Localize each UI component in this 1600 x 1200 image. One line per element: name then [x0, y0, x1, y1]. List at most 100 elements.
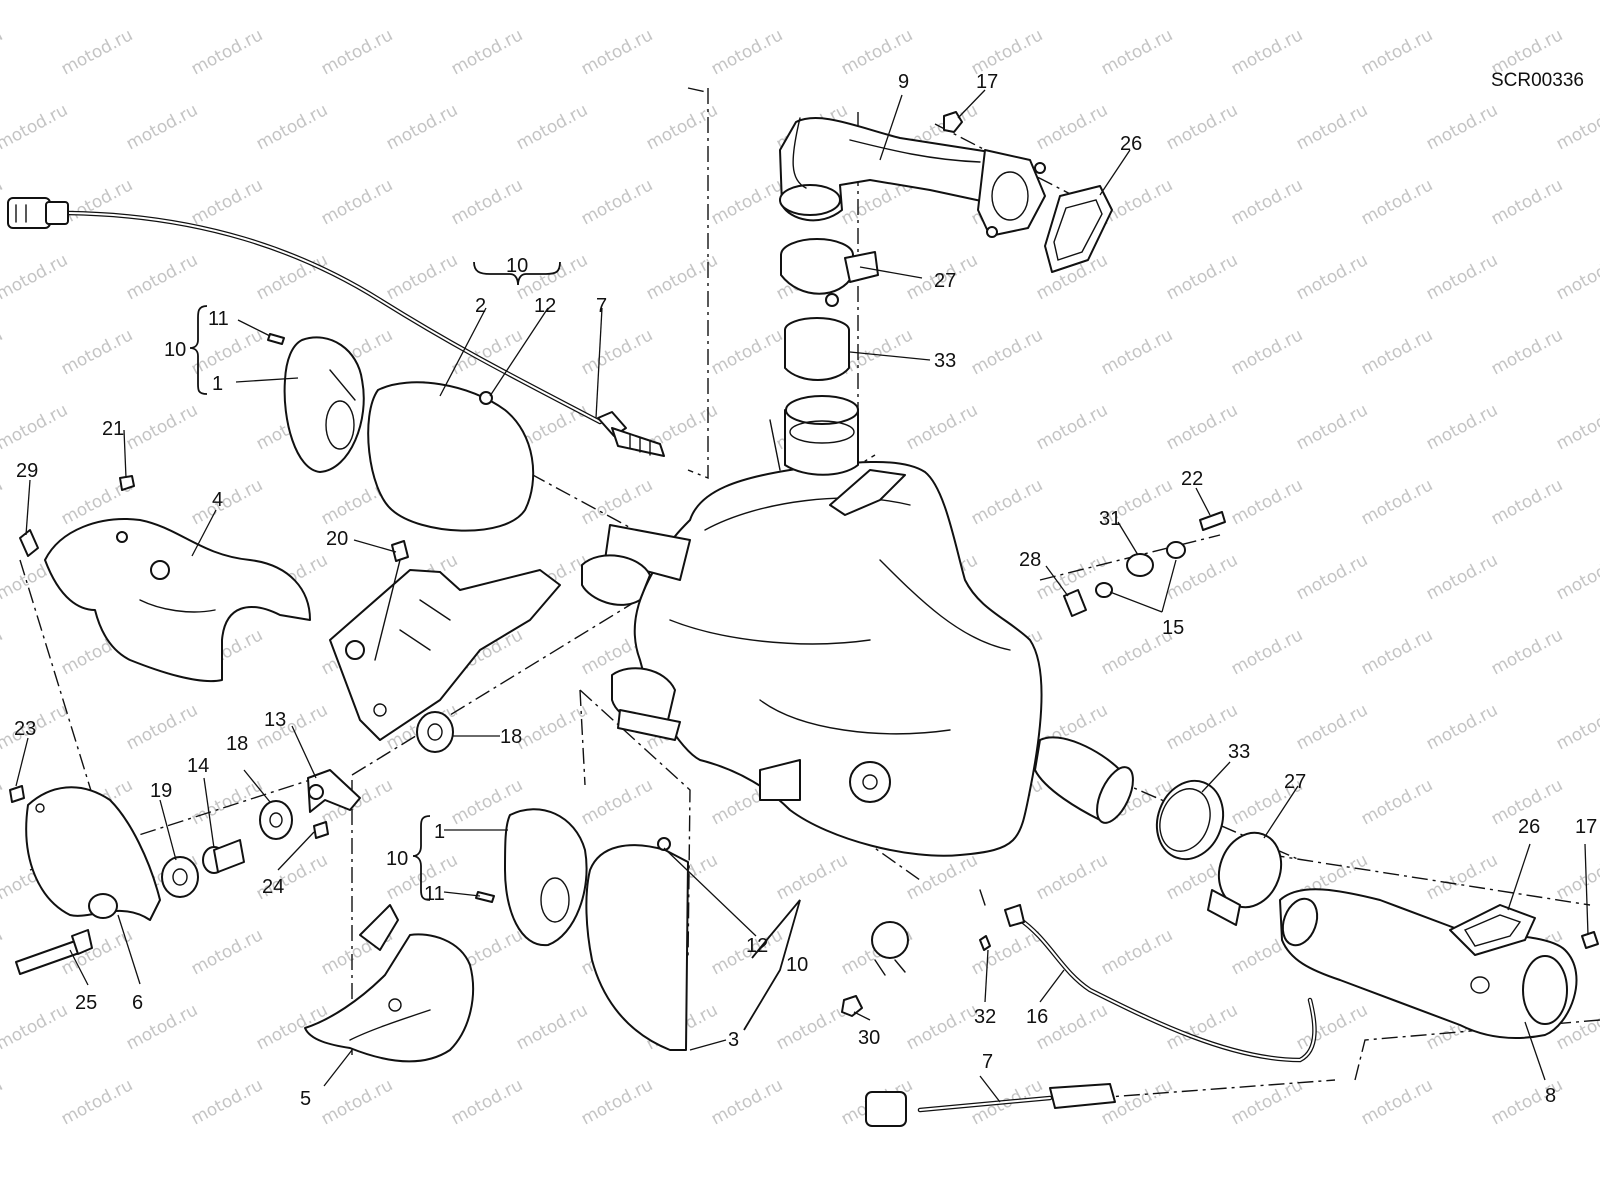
- watermark-text: motod.ru: [1163, 100, 1241, 154]
- watermark-text: motod.ru: [0, 925, 6, 979]
- heat-guard-6: [25, 786, 161, 921]
- watermark-text: motod.ru: [0, 1075, 6, 1129]
- watermark-text: motod.ru: [1358, 25, 1436, 79]
- watermark-text: motod.ru: [1098, 925, 1176, 979]
- callout-20: 20: [326, 528, 348, 550]
- watermark-text: motod.ru: [1293, 550, 1371, 604]
- watermark-text: motod.ru: [58, 175, 136, 229]
- watermark-text: motod.ru: [383, 100, 461, 154]
- watermark-text: motod.ru: [1423, 0, 1501, 4]
- callout-24: 24: [262, 876, 284, 898]
- watermark-text: motod.ru: [0, 25, 6, 79]
- callout-11-lower: 11: [424, 883, 445, 905]
- callout-27-top: 27: [934, 270, 956, 292]
- callout-17-top: 17: [976, 71, 998, 93]
- screw-21: [119, 475, 135, 491]
- watermark-text: motod.ru: [1228, 175, 1306, 229]
- watermark-text: motod.ru: [1488, 475, 1566, 529]
- clamp-lower: [1207, 831, 1283, 926]
- watermark-text: motod.ru: [1358, 625, 1436, 679]
- watermark-text: motod.ru: [0, 325, 6, 379]
- watermark-text: motod.ru: [253, 250, 331, 304]
- watermark-text: motod.ru: [448, 1075, 526, 1129]
- watermark-text: motod.ru: [1423, 700, 1501, 754]
- watermark-text: motod.ru: [1358, 175, 1436, 229]
- watermark-text: motod.ru: [903, 850, 981, 904]
- watermark-text: motod.ru: [0, 475, 6, 529]
- watermark-text: motod.ru: [253, 100, 331, 154]
- watermark-text: motod.ru: [1163, 0, 1241, 4]
- callout-8: 8: [1545, 1085, 1556, 1107]
- watermark-text: motod.ru: [58, 325, 136, 379]
- callout-27-lower: 27: [1284, 771, 1306, 793]
- sleeve-lower: [1155, 779, 1225, 861]
- watermark-text: motod.ru: [643, 250, 721, 304]
- watermark-text: motod.ru: [1033, 850, 1111, 904]
- watermark-text: motod.ru: [578, 1075, 656, 1129]
- watermark-text: motod.ru: [448, 325, 526, 379]
- watermark-text: motod.ru: [773, 850, 851, 904]
- watermark-text: motod.ru: [708, 1075, 786, 1129]
- callout-labels: 9 17 26 27 33 10 2 12 7 11 10 1 21 29 4 …: [14, 71, 1597, 1110]
- heat-shield-2-top: [367, 381, 535, 532]
- lambda-cable-upper: [7, 197, 603, 425]
- watermark-text: motod.ru: [123, 100, 201, 154]
- watermark-text: motod.ru: [513, 1000, 591, 1054]
- watermark-text: motod.ru: [1228, 625, 1306, 679]
- callout-12-top: 12: [534, 295, 556, 317]
- callout-21: 21: [102, 418, 124, 440]
- watermark-text: motod.ru: [0, 1000, 71, 1054]
- screw-11-top: [267, 333, 285, 345]
- watermark-text: motod.ru: [1228, 25, 1306, 79]
- watermark-text: motod.ru: [1293, 250, 1371, 304]
- callout-9: 9: [898, 71, 909, 93]
- heat-shield-3: [585, 844, 689, 1051]
- watermark-text: motod.ru: [1293, 100, 1371, 154]
- clamp-upper: [780, 238, 879, 307]
- grommet-31: [1126, 553, 1154, 577]
- callout-1-lower: 1: [434, 821, 445, 843]
- watermark-text: motod.ru: [1553, 550, 1600, 604]
- watermark-text: motod.ru: [0, 175, 6, 229]
- callout-30: 30: [858, 1027, 880, 1049]
- callout-1-top: 1: [212, 373, 223, 395]
- watermark-text: motod.ru: [643, 0, 721, 4]
- watermark-text: motod.ru: [123, 400, 201, 454]
- callout-4: 4: [212, 489, 223, 511]
- callout-14: 14: [187, 755, 209, 777]
- watermark-text: motod.ru: [1228, 1075, 1306, 1129]
- bracket-13: [307, 769, 361, 813]
- grommet-18-left: [259, 800, 293, 840]
- watermark-text: motod.ru: [58, 25, 136, 79]
- sensor-boss: [871, 921, 909, 976]
- lambda-cable-lower: [979, 889, 1317, 1063]
- watermark-text: motod.ru: [708, 325, 786, 379]
- watermark-text: motod.ru: [968, 325, 1046, 379]
- heat-shield-cover-1-lower: [504, 808, 588, 947]
- watermark-text: motod.ru: [1553, 250, 1600, 304]
- heat-guard-4: [44, 518, 311, 682]
- watermark-text: motod.ru: [1163, 400, 1241, 454]
- watermark-text: motod.ru: [1098, 325, 1176, 379]
- watermark-text: motod.ru: [903, 400, 981, 454]
- heat-guard-5: [304, 904, 474, 1063]
- watermark-text: motod.ru: [1423, 550, 1501, 604]
- watermark-text: motod.ru: [1553, 400, 1600, 454]
- callout-19: 19: [150, 780, 172, 802]
- watermark-text: motod.ru: [513, 100, 591, 154]
- watermark-text: motod.ru: [0, 625, 6, 679]
- watermark-text: motod.ru: [1293, 1000, 1371, 1054]
- clip-32: [979, 935, 991, 951]
- watermark-text: motod.ru: [58, 1075, 136, 1129]
- watermark-text: motod.ru: [1423, 400, 1501, 454]
- watermark-text: motod.ru: [1553, 100, 1600, 154]
- watermark-text: motod.ru: [0, 775, 6, 829]
- watermark-text: motod.ru: [318, 175, 396, 229]
- callout-11-top: 11: [208, 308, 229, 330]
- callout-7-lower: 7: [982, 1051, 993, 1073]
- watermark-text: motod.ru: [123, 700, 201, 754]
- watermark-text: motod.ru: [0, 0, 71, 4]
- spacer-14: [202, 839, 245, 874]
- callout-7-top: 7: [596, 295, 607, 317]
